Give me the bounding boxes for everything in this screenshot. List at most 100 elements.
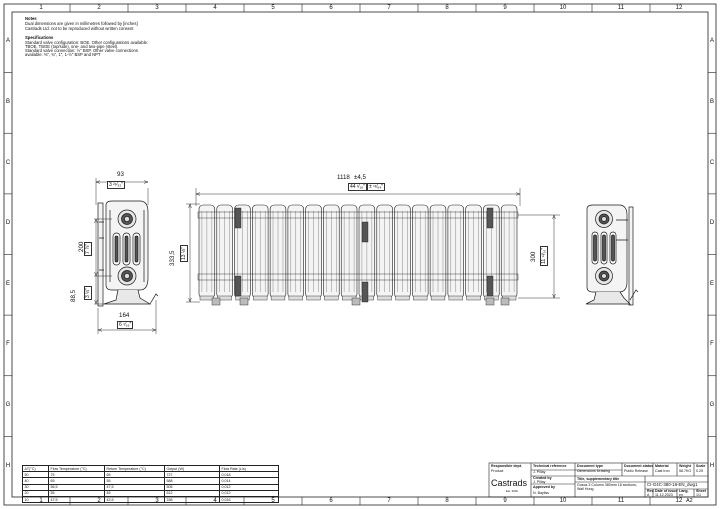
zone-row-label: F xyxy=(710,341,714,348)
table-cell: 47,5 xyxy=(48,495,105,504)
date-label: Date of issue xyxy=(655,489,678,493)
bracket xyxy=(361,221,369,243)
sheet-number: 1/1 xyxy=(696,493,701,497)
table-cell: 42,5 xyxy=(104,495,165,504)
rev-label: Rev. xyxy=(647,489,655,493)
zone-column-label: 3 xyxy=(155,5,159,11)
title-block-frame xyxy=(488,462,709,498)
zone-column-label: 9 xyxy=(503,5,507,11)
dim-overall-length-tol: ±4,5 xyxy=(354,174,366,181)
zone-column-label: 8 xyxy=(445,5,449,11)
dim-overall-length-tol-in: ± ¹¹⁄₆₄" xyxy=(367,183,386,191)
spec-line-4: available: ⅜", ¾", 1", 1-½" BSP and NPT xyxy=(25,52,101,57)
bracket xyxy=(486,207,494,229)
zone-column-label: 10 xyxy=(559,498,567,504)
company-logo: Castrads xyxy=(491,478,528,488)
zone-column-label: 1 xyxy=(39,5,43,11)
dim-connection-centres: 300 xyxy=(530,251,537,262)
spec-line-2: TBOE, TBOE (top/side), one- and two-pipe… xyxy=(25,44,119,49)
zone-row-label: A xyxy=(5,38,10,45)
material: Cast Iron xyxy=(655,469,670,473)
zone-column-label: 9 xyxy=(503,498,507,504)
dim-center-height-in: 7 ⅞" xyxy=(84,241,92,256)
dim-overall-length: 1118 xyxy=(337,174,350,181)
spec-line-1: Standard valve configuration: BOE. Other… xyxy=(25,40,149,45)
table-cell: 336 xyxy=(164,495,220,504)
title-line-1: Gusca 3 Column 380mm 18 sections, xyxy=(577,483,637,487)
zone-column-label: 12 xyxy=(675,5,683,11)
zone-column-label: 8 xyxy=(445,498,449,504)
approved-by: N. Bayliss xyxy=(533,491,549,495)
foot xyxy=(211,297,221,306)
title-line-2: Wall Hung xyxy=(577,487,594,491)
zone-row-label: B xyxy=(709,98,714,105)
sheet-label: Sheet xyxy=(696,489,706,493)
dim-side-depth: 164 xyxy=(119,312,130,319)
sheet-size: A2 xyxy=(686,498,693,504)
technical-ref: J. Pillay xyxy=(533,470,546,474)
zone-row-label: F xyxy=(6,341,10,348)
zone-row-label: D xyxy=(709,220,715,227)
notes-line-1: Dual dimensions are given in millimetres… xyxy=(25,21,138,26)
responsible-dept: Product xyxy=(491,469,504,473)
zone-column-label: 5 xyxy=(271,5,275,11)
dim-side-depth-in: 6 ⁷⁄₁₆" xyxy=(117,321,134,329)
front-view xyxy=(197,204,519,306)
bracket xyxy=(486,275,494,297)
created-by-label: Created by xyxy=(533,476,552,480)
zone-row-label: A xyxy=(709,38,714,45)
bracket xyxy=(234,275,242,297)
zone-column-label: 4 xyxy=(213,5,217,11)
scale-label: Scale xyxy=(696,464,706,468)
bracket xyxy=(361,281,369,303)
dim-bottom-offset-in: 3 ½" xyxy=(84,285,92,300)
zone-row-label: G xyxy=(709,402,715,409)
dim-overall-height-in: 13 ⅛" xyxy=(180,245,188,262)
doc-type: Dimensions Drawing xyxy=(577,469,610,473)
responsible-dept-label: Responsible dept. xyxy=(491,464,522,468)
technical-ref-label: Technical reference xyxy=(533,464,567,468)
zone-row-label: B xyxy=(5,98,10,105)
table-cell: 10 xyxy=(22,495,49,504)
notes-title: Notes xyxy=(25,16,37,21)
zone-column-label: 10 xyxy=(559,5,567,11)
zone-column-label: 2 xyxy=(97,5,101,11)
zone-row-label: H xyxy=(709,462,715,469)
dim-overall-height: 333,5 xyxy=(169,250,176,266)
weight-label: Weight xyxy=(679,464,691,468)
spec-line-3: Standard valve connection: ½" BSP. Other… xyxy=(25,48,138,53)
material-label: Material xyxy=(655,464,669,468)
dim-connection-centres-in: 11 ¹³⁄₁₆" xyxy=(540,245,548,266)
scale: 0.25 xyxy=(696,469,703,473)
foot xyxy=(239,297,249,306)
weight: 58.7KG xyxy=(679,469,692,473)
table-cell: 0,016 xyxy=(219,495,279,504)
zone-row-label: C xyxy=(709,159,715,166)
doc-status: Public Release xyxy=(624,469,648,473)
lang-label: Lang. xyxy=(679,489,689,493)
left-side-view xyxy=(97,200,159,307)
output-table: ΔT(°C) Flow Temperature (°C) Return Temp… xyxy=(22,464,279,504)
zone-column-label: 7 xyxy=(387,5,391,11)
zone-column-label: 6 xyxy=(329,498,333,504)
foot xyxy=(351,297,361,306)
dim-side-width-in: 3 ²¹⁄₃₂" xyxy=(107,181,126,189)
notes-line-2: Castrads Ltd. not to be reproduced witho… xyxy=(25,26,134,31)
document-number: CI-G4C-380-18-EN_dwg1 xyxy=(647,482,698,487)
dim-overall-length-in: 44 ¹⁄₁₆" xyxy=(348,183,367,191)
zone-column-label: 6 xyxy=(329,5,333,11)
front-view-dimensions xyxy=(186,188,560,303)
title-label: Title, supplementary title xyxy=(577,477,620,481)
date-of-issue: 11.12.2023 xyxy=(655,493,673,497)
lang: en xyxy=(679,493,683,497)
right-side-view xyxy=(585,204,639,306)
dim-side-width: 93 xyxy=(117,171,124,178)
zone-row-label: E xyxy=(5,280,10,287)
foot xyxy=(500,297,510,306)
foot xyxy=(485,297,495,306)
zone-row-label: E xyxy=(709,280,714,287)
zone-row-label: G xyxy=(5,402,11,409)
specifications-title: Specifications xyxy=(25,35,54,40)
